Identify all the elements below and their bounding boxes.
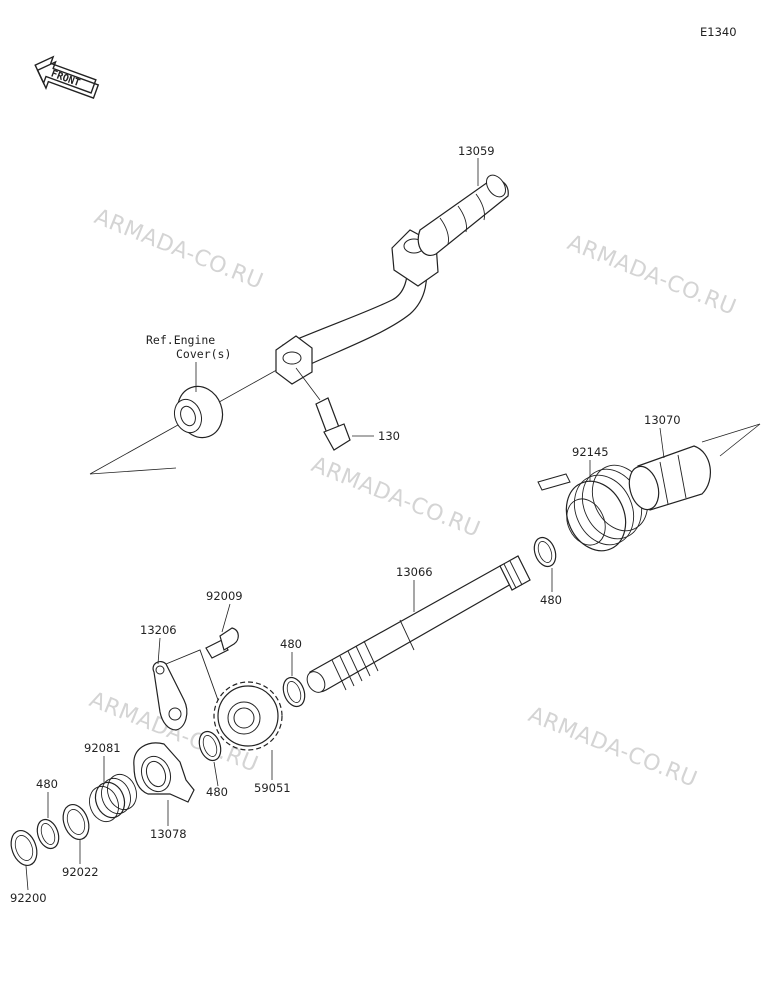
kick-gear xyxy=(213,681,283,751)
label-480-left: 480 xyxy=(206,785,228,799)
circlip-left xyxy=(198,730,222,762)
label-59051: 59051 xyxy=(254,781,291,795)
ratchet-spring xyxy=(89,773,137,823)
front-arrow-icon: FRONT xyxy=(34,55,100,99)
label-13066: 13066 xyxy=(396,565,433,579)
label-92200: 92200 xyxy=(10,891,47,905)
stopper-plate xyxy=(152,649,219,731)
washer-92022 xyxy=(62,803,90,841)
label-13078: 13078 xyxy=(150,827,187,841)
leader-lines xyxy=(25,158,665,891)
circlip-center xyxy=(282,676,306,708)
stopper-bolt xyxy=(205,627,239,659)
ref-note-line2: Cover(s) xyxy=(176,347,231,361)
watermark-1: ARMADA-CO.RU xyxy=(91,204,267,294)
label-130: 130 xyxy=(378,429,400,443)
watermark-4: ARMADA-CO.RU xyxy=(525,702,701,792)
circlip-far-left xyxy=(36,818,60,850)
washer-92200 xyxy=(10,829,38,867)
circlip-right xyxy=(533,536,557,568)
watermark-3: ARMADA-CO.RU xyxy=(308,452,484,542)
spring-guide xyxy=(628,423,761,511)
label-480-right: 480 xyxy=(540,593,562,607)
label-13206: 13206 xyxy=(140,623,177,637)
label-92009: 92009 xyxy=(206,589,243,603)
label-480-center: 480 xyxy=(280,637,302,651)
label-92022: 92022 xyxy=(62,865,99,879)
diagram-code: E1340 xyxy=(700,25,737,39)
label-480-far-left: 480 xyxy=(36,777,58,791)
ratchet xyxy=(133,742,195,803)
ref-note-line1: Ref.Engine xyxy=(146,333,215,347)
part-labels: 13059 Ref.Engine Cover(s) 130 13070 9214… xyxy=(10,144,681,905)
pedal-bolt xyxy=(295,367,351,451)
label-13059: 13059 xyxy=(458,144,495,158)
oil-seal xyxy=(173,385,224,439)
label-92145: 92145 xyxy=(572,445,609,459)
kick-pedal xyxy=(275,174,509,385)
watermark-2: ARMADA-CO.RU xyxy=(564,230,740,320)
label-92081: 92081 xyxy=(84,741,121,755)
label-13070: 13070 xyxy=(644,413,681,427)
kick-spring xyxy=(537,464,649,552)
kick-shaft xyxy=(306,555,531,693)
